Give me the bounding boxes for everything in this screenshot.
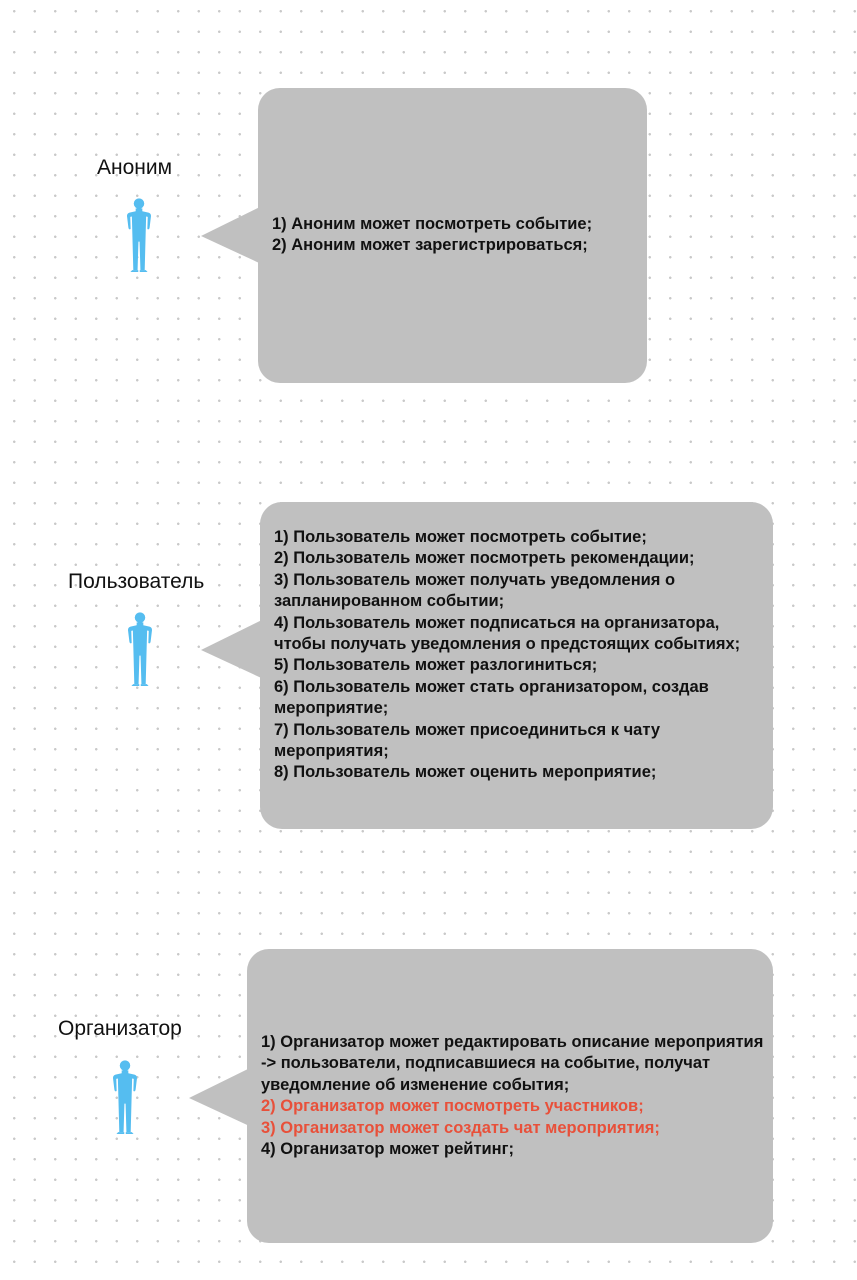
speech-bubble-tail [189,1064,258,1130]
capabilities-list: 1) Пользователь может посмотреть событие… [274,527,766,784]
person-silhouette-icon [106,1055,144,1137]
actor-organizer-label: Организатор [58,1017,182,1040]
capability-item: 2) Аноним может зарегистрироваться; [272,236,588,255]
capability-item: 1) Пользователь может посмотреть событие… [274,528,647,546]
capability-item: 1) Организатор может редактировать описа… [261,1033,764,1094]
capability-item: 8) Пользователь может оценить мероприяти… [274,763,657,782]
actor-anonymous-label: Аноним [97,156,173,179]
speech-bubble-organizer: 1) Организатор может редактировать описа… [247,949,773,1243]
capability-item: 4) Пользователь может подписаться на орг… [274,613,741,654]
speech-bubble-user: 1) Пользователь может посмотреть событие… [260,502,773,829]
capability-item-highlighted: 3) Организатор может создать чат меропри… [261,1118,660,1137]
actor-user-label: Пользователь [68,570,205,593]
capability-item: 5) Пользователь может разлогиниться; [274,656,598,675]
person-silhouette-icon [121,607,159,689]
capability-item: 4) Организатор может рейтинг; [261,1140,515,1159]
capabilities-list: 1) Аноним может посмотреть событие; 2) А… [272,214,637,257]
speech-bubble-tail [201,616,270,682]
capabilities-list: 1) Организатор может редактировать описа… [261,1032,767,1160]
capability-item: 6) Пользователь может стать организаторо… [274,677,709,718]
capability-item: 2) Пользователь может посмотреть рекомен… [274,549,695,568]
capability-item-highlighted: 2) Организатор может посмотреть участник… [261,1097,644,1116]
person-silhouette-icon [120,193,158,275]
capability-item: 3) Пользователь может получать уведомлен… [274,570,676,611]
speech-bubble-tail [201,202,270,268]
speech-bubble-anonymous: 1) Аноним может посмотреть событие; 2) А… [258,88,647,383]
capability-item: 1) Аноним может посмотреть событие; [272,215,593,233]
capability-item: 7) Пользователь может присоединиться к ч… [274,720,661,761]
